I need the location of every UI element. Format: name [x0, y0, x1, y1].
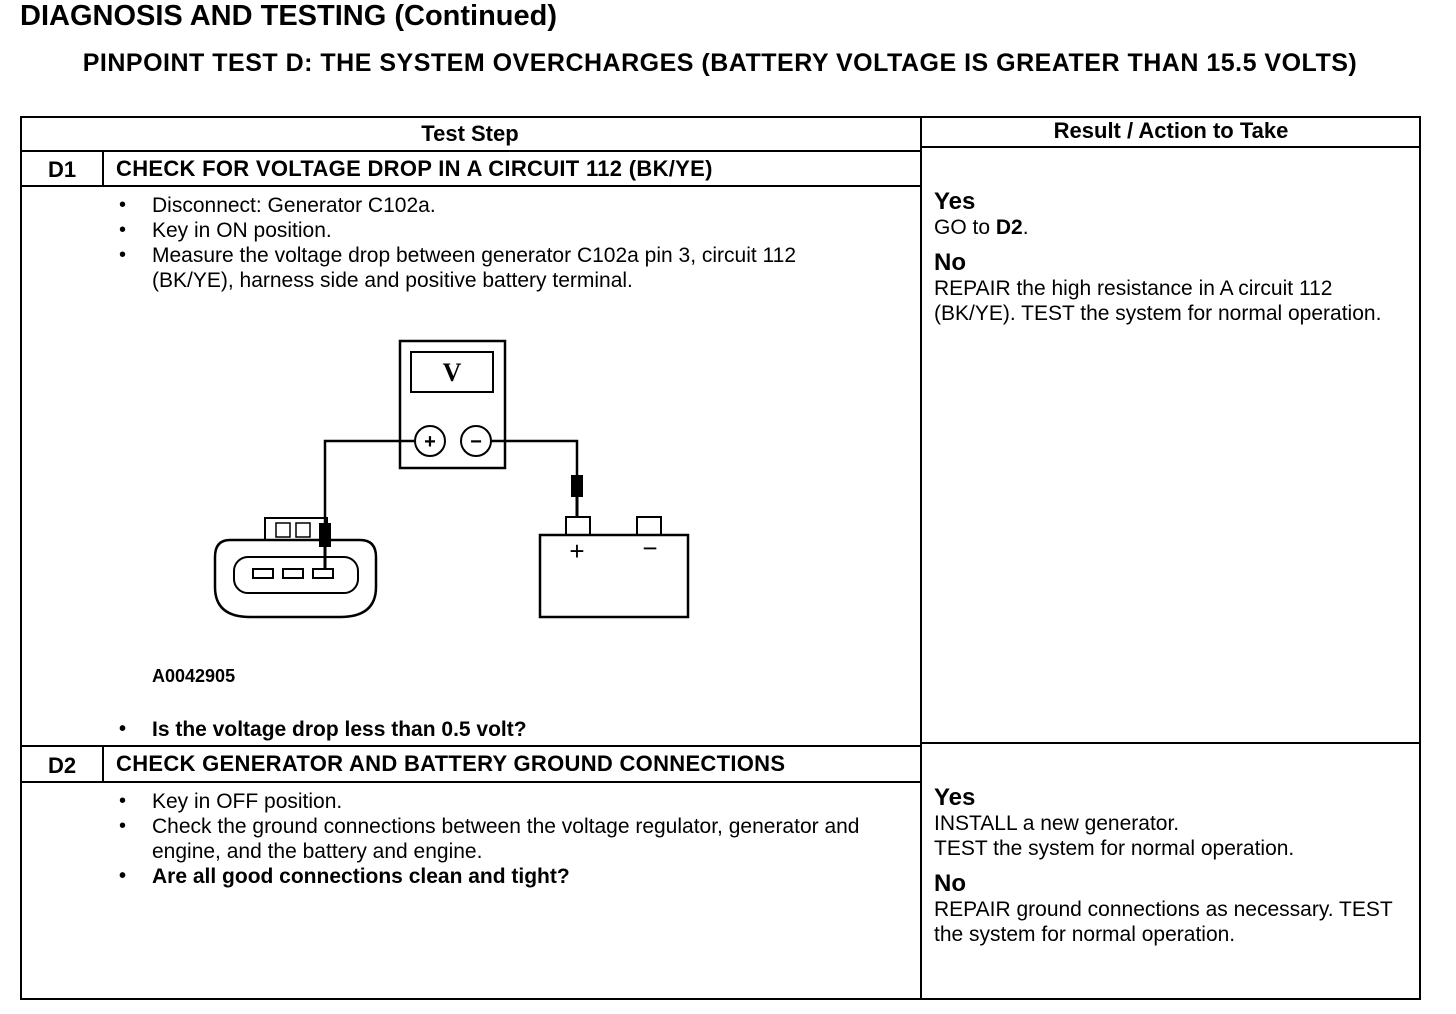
voltmeter-display: [410, 351, 494, 393]
positive-test-lead: [323, 439, 415, 540]
connector-pin-2: [282, 568, 304, 579]
d1-question-list: Is the voltage drop less than 0.5 volt?: [119, 717, 879, 742]
battery-body: [538, 533, 690, 619]
connector-pin-1: [252, 568, 274, 579]
d2-step-item: Key in OFF position.: [119, 789, 879, 814]
figure-id: A0042905: [152, 666, 236, 686]
d2-step-list: Key in OFF position. Check the ground co…: [119, 789, 879, 889]
d1-question: Is the voltage drop less than 0.5 volt?: [119, 717, 879, 742]
voltmeter-symbol: V: [443, 358, 462, 387]
connector-pin-3: [312, 568, 334, 579]
d2-yes-text: INSTALL a new generator.: [934, 812, 1180, 835]
header-test-step: Test Step: [421, 121, 519, 146]
d1-no-label: No: [934, 249, 966, 276]
step-title-d2: CHECK GENERATOR AND BATTERY GROUND CONNE…: [116, 751, 786, 776]
d2-no-label: No: [934, 870, 966, 897]
d2-question: Are all good connections clean and tight…: [119, 864, 879, 889]
header-rule-right: [921, 146, 1421, 148]
voltmeter-plus-label: +: [424, 431, 436, 453]
d1-yes-suffix: .: [1022, 216, 1029, 239]
column-divider: [920, 116, 922, 1000]
d2-step-item: Check the ground connections between the…: [119, 814, 879, 864]
battery-minus-label: −: [642, 533, 657, 563]
d1-step-item: Measure the voltage drop between generat…: [119, 243, 879, 293]
d1-yes-text: GO to D2.: [934, 215, 1414, 240]
voltmeter-minus-label: −: [470, 431, 482, 453]
step-id-d1: D1: [47, 157, 77, 182]
connector-probe: [319, 523, 331, 547]
connector-latch-tab: [275, 522, 291, 538]
header-rule-left: [20, 150, 921, 152]
connector-face: [233, 556, 359, 594]
voltmeter-body: [398, 339, 507, 470]
d1-no-text: REPAIR the high resistance in A circuit …: [934, 277, 1382, 325]
row-rule-right: [921, 742, 1421, 744]
battery-plus-label: +: [569, 536, 584, 566]
d1-title-rule: [20, 185, 921, 187]
connector-body: [213, 538, 378, 619]
battery-positive-post: [565, 516, 591, 536]
d1-yes-ref: D2: [995, 216, 1023, 239]
section-title: DIAGNOSIS AND TESTING (Continued): [20, 0, 558, 32]
d1-step-item: Key in ON position.: [119, 218, 879, 243]
negative-test-lead: [491, 439, 579, 475]
row-rule-left: [20, 745, 921, 747]
d2-yes-text: TEST the system for normal operation.: [934, 837, 1295, 860]
d2-result: Yes INSTALL a new generator. TEST the sy…: [934, 785, 1414, 957]
header-result: Result / Action to Take: [1053, 118, 1289, 143]
d2-no-text: REPAIR ground connections as necessary. …: [934, 898, 1393, 946]
d1-result: Yes GO to D2. No REPAIR the high resista…: [934, 189, 1414, 336]
test-title: PINPOINT TEST D: THE SYSTEM OVERCHARGES …: [82, 49, 1358, 77]
d2-id-divider: [102, 746, 104, 782]
d1-step-list: Disconnect: Generator C102a. Key in ON p…: [119, 193, 879, 293]
d1-yes-label: Yes: [934, 188, 976, 215]
d2-yes-label: Yes: [934, 784, 976, 811]
d1-id-divider: [102, 151, 104, 186]
d2-title-rule: [20, 781, 921, 783]
voltage-drop-diagram: V + − + −: [213, 339, 690, 619]
step-title-d1: CHECK FOR VOLTAGE DROP IN A CIRCUIT 112 …: [116, 156, 713, 181]
connector-latch-tab: [295, 522, 311, 538]
battery-probe: [571, 475, 583, 497]
d1-step-item: Disconnect: Generator C102a.: [119, 193, 879, 218]
test-table: [20, 116, 1421, 1000]
step-id-d2: D2: [47, 753, 77, 778]
d1-yes-prefix: GO to: [934, 216, 996, 239]
